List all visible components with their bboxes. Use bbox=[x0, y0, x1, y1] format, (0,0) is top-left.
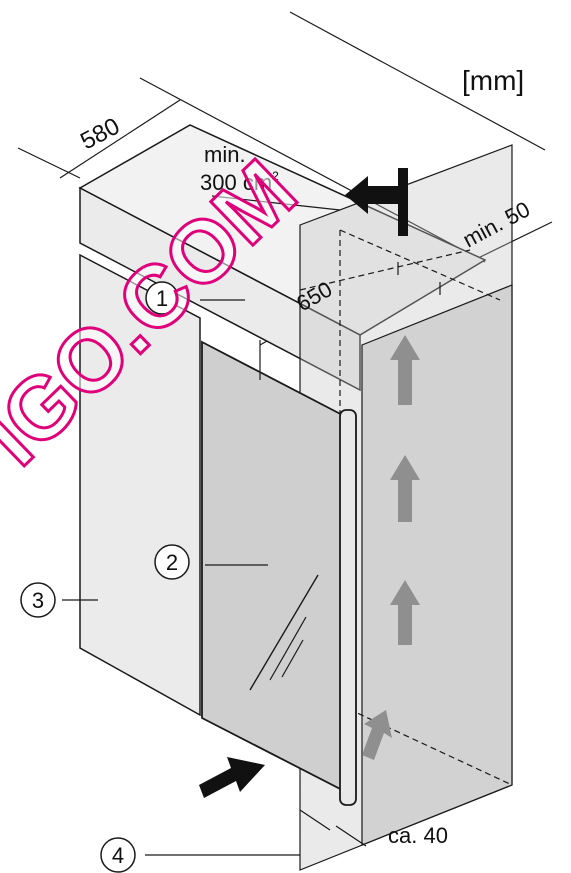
circled-number-icon bbox=[100, 837, 136, 873]
circled-number-icon bbox=[154, 544, 190, 580]
callout-2: 2 bbox=[154, 544, 190, 580]
callout-3: 3 bbox=[20, 582, 56, 618]
circled-number-icon bbox=[145, 281, 179, 315]
width-dimension: 580 bbox=[76, 113, 124, 156]
dimension-ticks bbox=[62, 195, 441, 856]
callout-1: 1 bbox=[145, 281, 179, 315]
svg-text:1: 1 bbox=[156, 286, 168, 311]
gray-airflow-arrow-icon bbox=[362, 335, 420, 760]
svg-text:2: 2 bbox=[166, 550, 178, 575]
cabinet-top bbox=[78, 124, 487, 392]
circled-number-icon bbox=[20, 582, 56, 618]
units-label: [mm] bbox=[462, 65, 524, 96]
vent-line1: min. bbox=[204, 142, 246, 167]
appliance-door bbox=[201, 340, 357, 806]
black-airflow-arrow-icon bbox=[199, 168, 408, 798]
bottom-gap-dimension: ca. 40 bbox=[388, 823, 448, 848]
svg-text:3: 3 bbox=[32, 588, 44, 613]
vent-line2: 300 cm2 bbox=[200, 169, 279, 195]
callout-4: 4 bbox=[100, 837, 136, 873]
svg-text:4: 4 bbox=[112, 843, 124, 868]
